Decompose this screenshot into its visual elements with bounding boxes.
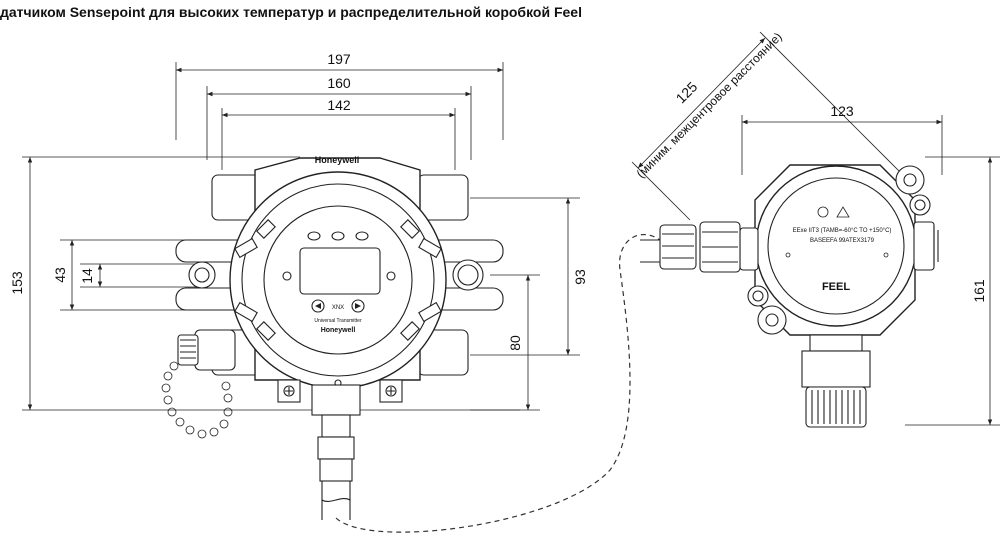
sensor-stem [311,384,361,520]
dust-cap-chain [161,361,233,439]
junction-box-lid [755,165,917,327]
mounting-bolts [188,259,484,291]
earth-terminals [277,379,403,403]
dim-lower-offset: 80 [507,335,523,351]
bottom-gland [801,334,871,428]
cable-gland-cap [177,329,236,371]
product-name: XNX [332,305,344,311]
side-width-dimension [741,115,1000,426]
brand-top: Honeywell [315,155,360,165]
front-dimension-lines [27,67,571,410]
junction-box-lugs [747,165,931,335]
front-view: 197 160 142 153 43 14 93 80 [9,51,588,520]
dim-overall-width: 197 [327,51,351,67]
keypad [311,299,365,313]
cable-entry-blocks [211,174,469,376]
sensor-cable [335,234,661,533]
dim-mount-width: 142 [327,97,351,113]
cert-line-1: EExe IIT3 (TAMB=-60°C TO +150°C) [793,228,892,234]
figure-caption: датчиком Sensepoint для высоких температ… [0,4,582,20]
dim-spacing-note: (миним. межцентровое расстояние) [634,30,785,181]
side-diagonal-dimension [631,31,909,221]
dim-overall-height: 153 [9,271,25,295]
lcd-display [299,247,381,295]
dim-hole-diameter: 14 [79,268,95,284]
housing-window [263,205,413,355]
dim-right-height: 93 [572,269,588,285]
brand-lower: Honeywell [321,327,356,334]
dim-spacing-value: 125 [673,78,701,106]
housing-bezel [241,183,435,377]
dim-hole-span: 43 [52,267,68,283]
side-brand: FEEL [822,281,850,293]
lid-markings: EExe IIT3 (TAMB=-60°C TO +150°C) BASEEFA… [785,206,892,293]
cert-line-2: BASEEFA 99ATEX3179 [810,238,875,244]
status-leds [307,231,369,241]
display-label: Universal Transmitter [314,318,362,324]
bezel-notches [234,219,442,341]
cover-screws [282,271,396,281]
housing-cover [229,171,447,389]
junction-box-lid-inner [767,177,905,315]
dim-side-height: 161 [971,279,987,303]
junction-box-glands [739,221,939,271]
dim-inner-width: 160 [327,75,351,91]
dim-side-width: 123 [830,103,854,119]
sensor-fitting [640,221,741,273]
side-view: 125 (миним. межцентровое расстояние) 123… [631,30,1000,428]
